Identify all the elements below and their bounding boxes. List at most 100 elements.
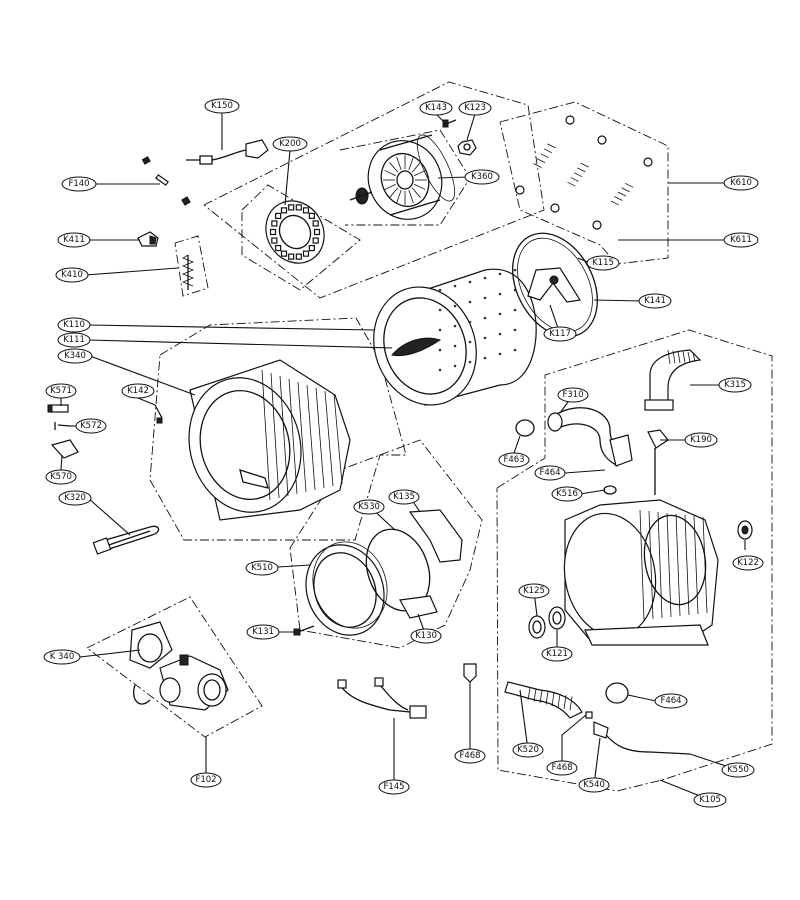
tag-k111[interactable]: K111 bbox=[57, 332, 91, 348]
tag-k141[interactable]: K141 bbox=[638, 293, 672, 309]
svg-text:K130: K130 bbox=[415, 631, 437, 641]
drain-pipe-part bbox=[547, 407, 633, 467]
tag-k200[interactable]: K200 bbox=[272, 136, 308, 152]
tag-k516[interactable]: K516 bbox=[551, 486, 583, 502]
svg-text:K200: K200 bbox=[279, 139, 301, 149]
svg-text:K360: K360 bbox=[471, 172, 493, 182]
spring-part bbox=[174, 235, 209, 297]
tag-k320[interactable]: K320 bbox=[58, 490, 92, 506]
svg-text:K143: K143 bbox=[425, 103, 447, 113]
tag-f464-top[interactable]: F464 bbox=[534, 465, 566, 481]
tag-k142[interactable]: K142 bbox=[121, 383, 155, 399]
tag-k530[interactable]: K530 bbox=[353, 499, 385, 515]
svg-text:K117: K117 bbox=[549, 329, 571, 339]
tag-k540[interactable]: K540 bbox=[578, 777, 610, 793]
damper-group-outline bbox=[499, 101, 669, 265]
dampers-part bbox=[515, 115, 653, 230]
svg-text:K520: K520 bbox=[517, 745, 539, 755]
svg-text:K123: K123 bbox=[464, 103, 486, 113]
gasket-group-outline bbox=[289, 439, 483, 649]
tag-f468-right[interactable]: F468 bbox=[546, 760, 578, 776]
svg-text:F463: F463 bbox=[503, 455, 524, 465]
svg-text:K411: K411 bbox=[63, 235, 85, 245]
svg-text:F468: F468 bbox=[551, 763, 572, 773]
power-harness-part bbox=[186, 139, 269, 165]
group-outlines bbox=[86, 81, 773, 792]
motor-inner-outline bbox=[241, 184, 361, 291]
svg-text:K110: K110 bbox=[63, 320, 85, 330]
tag-k135[interactable]: K135 bbox=[388, 489, 420, 505]
part-tags: K150 K143 K123 K200 K360 K610 F140 K611 … bbox=[43, 98, 764, 808]
tag-k411[interactable]: K411 bbox=[57, 232, 91, 248]
svg-text:F310: F310 bbox=[562, 390, 583, 400]
tag-k315[interactable]: K315 bbox=[718, 377, 752, 393]
svg-text:K410: K410 bbox=[61, 270, 83, 280]
tag-f463[interactable]: F463 bbox=[498, 452, 530, 468]
tag-k110[interactable]: K110 bbox=[57, 317, 91, 333]
svg-text:K571: K571 bbox=[50, 386, 72, 396]
svg-text:K570: K570 bbox=[50, 472, 72, 482]
svg-text:K135: K135 bbox=[393, 492, 415, 502]
svg-text:K550: K550 bbox=[727, 765, 749, 775]
tag-k340-pump[interactable]: K 340 bbox=[43, 649, 81, 665]
svg-text:F140: F140 bbox=[68, 179, 89, 189]
motor-group-outline bbox=[203, 81, 545, 299]
pump-group-outline bbox=[86, 596, 263, 738]
tag-k121[interactable]: K121 bbox=[541, 646, 573, 662]
tag-k105[interactable]: K105 bbox=[693, 792, 727, 808]
shaft-hub-part bbox=[349, 187, 373, 205]
tag-k572[interactable]: K572 bbox=[75, 418, 107, 434]
clamp-part bbox=[399, 509, 463, 619]
svg-text:K111: K111 bbox=[63, 335, 85, 345]
svg-text:K610: K610 bbox=[730, 178, 752, 188]
tag-k410[interactable]: K410 bbox=[55, 267, 89, 283]
tag-k117[interactable]: K117 bbox=[543, 326, 577, 342]
tub-group-outline bbox=[496, 329, 773, 792]
tag-f310[interactable]: F310 bbox=[557, 387, 589, 403]
svg-text:K141: K141 bbox=[644, 296, 666, 306]
tag-k130[interactable]: K130 bbox=[410, 628, 442, 644]
sensor-parts bbox=[47, 404, 79, 459]
tag-k190[interactable]: K190 bbox=[684, 432, 718, 448]
tag-k610[interactable]: K610 bbox=[723, 175, 759, 191]
svg-text:K 340: K 340 bbox=[50, 652, 75, 662]
gasket-part bbox=[305, 541, 388, 636]
tag-k123-top[interactable]: K123 bbox=[458, 100, 492, 116]
tag-k150[interactable]: K150 bbox=[204, 98, 240, 114]
drum-group-outline bbox=[149, 317, 407, 541]
tag-k520[interactable]: K520 bbox=[512, 742, 544, 758]
tag-k550[interactable]: K550 bbox=[721, 762, 755, 778]
tag-k510[interactable]: K510 bbox=[245, 560, 279, 576]
tub-screw-part bbox=[154, 404, 163, 424]
tag-k125[interactable]: K125 bbox=[518, 583, 550, 599]
fill-hose-part bbox=[644, 349, 702, 411]
tub-sensor-part bbox=[463, 663, 477, 683]
tag-f468-left[interactable]: F468 bbox=[454, 748, 486, 764]
tag-k571[interactable]: K571 bbox=[45, 383, 77, 399]
tag-k115[interactable]: K115 bbox=[586, 255, 620, 271]
bearings-part bbox=[528, 606, 566, 639]
svg-text:K121: K121 bbox=[546, 649, 568, 659]
tag-k131[interactable]: K131 bbox=[246, 624, 280, 640]
svg-text:K125: K125 bbox=[523, 586, 545, 596]
tag-k360[interactable]: K360 bbox=[464, 169, 500, 185]
tag-f464-bottom[interactable]: F464 bbox=[654, 693, 688, 709]
tag-k611[interactable]: K611 bbox=[723, 232, 759, 248]
svg-text:K150: K150 bbox=[211, 101, 233, 111]
svg-text:F464: F464 bbox=[539, 468, 560, 478]
rotor-part bbox=[367, 134, 456, 220]
spider-part bbox=[512, 232, 598, 338]
tag-f145[interactable]: F145 bbox=[378, 779, 410, 795]
tag-k340-tub[interactable]: K340 bbox=[57, 348, 93, 364]
tag-f102[interactable]: F102 bbox=[190, 772, 222, 788]
svg-text:F468: F468 bbox=[459, 751, 480, 761]
tag-f140[interactable]: F140 bbox=[61, 176, 97, 192]
svg-text:K115: K115 bbox=[592, 258, 614, 268]
svg-text:K572: K572 bbox=[80, 421, 102, 431]
tag-k143[interactable]: K143 bbox=[419, 100, 453, 116]
drain-hose-part bbox=[504, 681, 583, 719]
tag-k122[interactable]: K122 bbox=[732, 555, 764, 571]
tag-k570[interactable]: K570 bbox=[45, 469, 77, 485]
svg-text:K131: K131 bbox=[252, 627, 274, 637]
